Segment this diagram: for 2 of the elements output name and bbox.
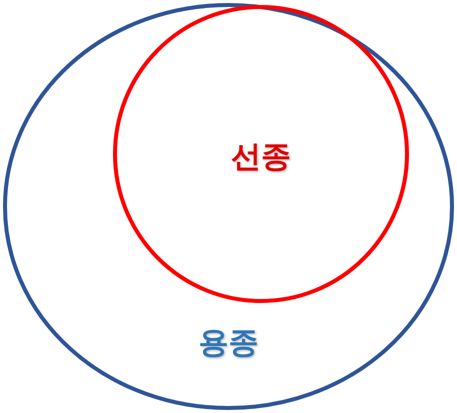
region-label: 용종 — [198, 324, 258, 362]
region-label: 선종 — [231, 138, 291, 176]
